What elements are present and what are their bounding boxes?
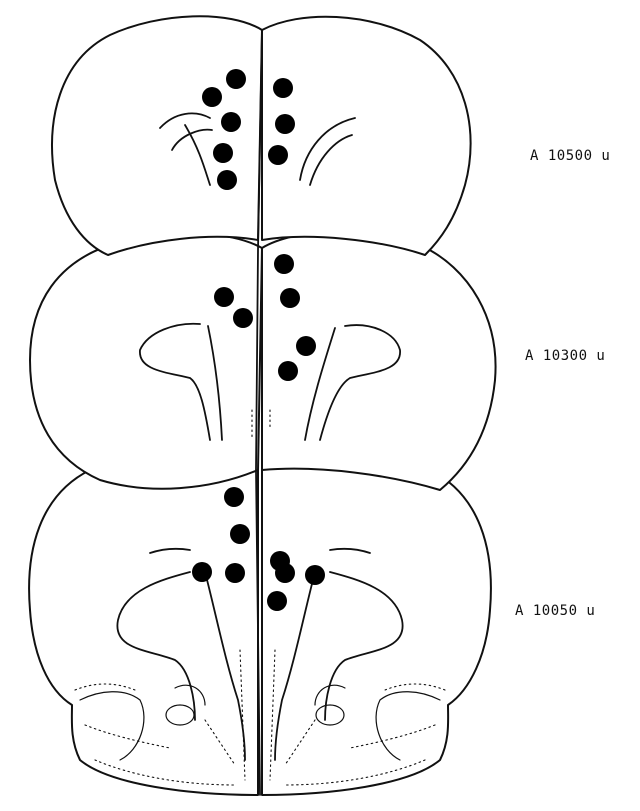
marker-s1-8 <box>268 145 288 165</box>
marker-s1-5 <box>217 170 237 190</box>
marker-s3-2 <box>230 524 250 544</box>
marker-s1-4 <box>213 143 233 163</box>
marker-s1-7 <box>275 114 295 134</box>
marker-s1-2 <box>202 87 222 107</box>
marker-s2-1 <box>274 254 294 274</box>
marker-s1-1 <box>226 69 246 89</box>
marker-s3-1 <box>224 487 244 507</box>
section-label-a10050: A 10050 u <box>515 603 595 619</box>
section-label-a10500: A 10500 u <box>530 148 610 164</box>
marker-s3-3 <box>192 562 212 582</box>
marker-s3-6 <box>275 563 295 583</box>
right-hemisphere-outline-2 <box>262 231 496 490</box>
marker-s2-2 <box>280 288 300 308</box>
marker-s2-3 <box>214 287 234 307</box>
section-label-a10300: A 10300 u <box>525 348 605 364</box>
right-hemisphere-outline-3 <box>262 454 491 795</box>
left-hemisphere-outline-1 <box>52 16 262 255</box>
marker-s2-5 <box>296 336 316 356</box>
marker-s2-6 <box>278 361 298 381</box>
left-hemisphere-outline-3 <box>29 454 258 795</box>
left-hemisphere-outline-2 <box>30 233 262 488</box>
right-hemisphere-outline-1 <box>262 17 471 255</box>
marker-s3-7 <box>305 565 325 585</box>
marker-s1-6 <box>273 78 293 98</box>
marker-s3-4 <box>225 563 245 583</box>
section-a10300 <box>30 231 496 490</box>
marker-s3-8 <box>267 591 287 611</box>
marker-s1-3 <box>221 112 241 132</box>
marker-s2-4 <box>233 308 253 328</box>
